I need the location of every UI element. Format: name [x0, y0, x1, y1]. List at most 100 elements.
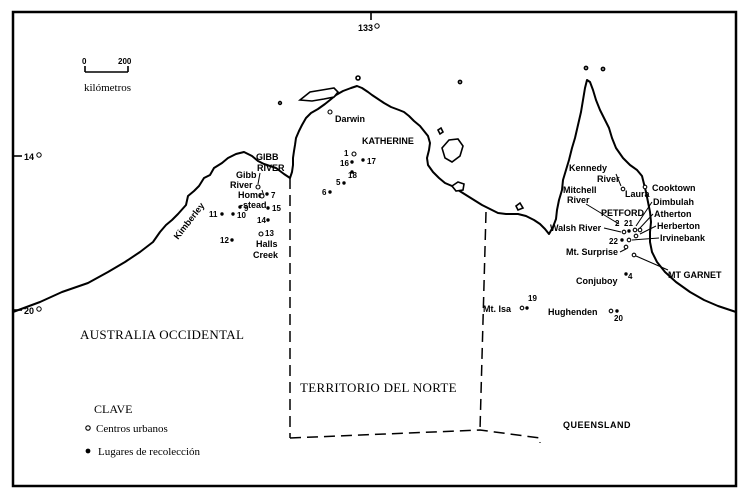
leader-kennedy-river — [615, 173, 622, 187]
island-dot-3 — [583, 65, 589, 71]
label-kennedy-river-1: Kennedy — [569, 163, 607, 173]
site-10-dot — [231, 212, 235, 216]
border-nt-south — [289, 429, 541, 443]
label-petford: PETFORD — [601, 208, 645, 218]
island-dot-5 — [277, 100, 283, 106]
island-small-2 — [436, 126, 445, 136]
site-17-dot — [361, 158, 365, 162]
label-mitchell-river-1: Mitchell — [563, 185, 597, 195]
site-13-label: 13 — [265, 229, 274, 238]
label-kennedy-river-2: River — [597, 174, 620, 184]
site-22-dot — [620, 238, 624, 242]
site-18-dot — [350, 170, 354, 174]
label-cooktown: Cooktown — [652, 183, 696, 193]
label-herberton: Herberton — [657, 221, 700, 231]
town-irvinebank — [626, 237, 632, 243]
region-northern-territory: TERRITORIO DEL NORTE — [300, 380, 457, 395]
town-hughenden — [608, 308, 614, 314]
site-4-label: 4 — [628, 272, 633, 281]
town-gibb-homestead — [259, 193, 265, 199]
town-herberton — [633, 233, 639, 239]
site-6-label: 6 — [322, 188, 327, 197]
town-dimbulah — [632, 227, 638, 233]
leader-atherton — [639, 213, 654, 229]
degree-mark-14 — [36, 152, 42, 158]
island-dot-4 — [600, 66, 606, 72]
island-small-1 — [514, 201, 525, 212]
legend-site-label: Lugares de recolección — [98, 446, 200, 458]
site-1-label: 1 — [344, 149, 349, 158]
legend-site-symbol — [85, 448, 91, 454]
town-darwin — [327, 109, 333, 115]
label-homestead-2: River — [230, 180, 253, 190]
coastline — [12, 79, 737, 313]
site-20-dot — [615, 309, 619, 313]
label-walsh-river: Walsh River — [550, 223, 602, 233]
label-atherton: Atherton — [654, 209, 692, 219]
region-queensland: QUEENSLAND — [563, 420, 631, 430]
label-conjuboy: Conjuboy — [576, 276, 618, 286]
town-cooktown — [642, 184, 648, 190]
island-dot-1 — [355, 75, 361, 81]
label-laura: Laura — [625, 189, 651, 199]
site-4-dot — [624, 272, 628, 276]
site-11-dot — [220, 212, 224, 216]
label-darwin: Darwin — [335, 114, 365, 124]
label-mt-garnet: MT GARNET — [668, 270, 722, 280]
town-mt-garnet — [631, 252, 637, 258]
town-mt-isa — [519, 305, 525, 311]
leader-mt-surprise — [619, 248, 627, 253]
site-12-label: 12 — [220, 236, 229, 245]
label-mt-surprise: Mt. Surprise — [566, 247, 618, 257]
site-15-dot — [266, 206, 270, 210]
site-16-dot — [350, 160, 354, 164]
label-hughenden: Hughenden — [548, 307, 598, 317]
legend-urban-label: Centros urbanos — [96, 423, 168, 435]
site-9-dot — [238, 205, 242, 209]
town-laura — [620, 186, 626, 192]
leader-walsh-river — [603, 227, 622, 233]
leader-mitchell-river — [585, 203, 620, 225]
site-14-dot — [266, 218, 270, 222]
label-halls-creek-2: Creek — [253, 250, 279, 260]
site-14-label: 14 — [257, 216, 266, 225]
region-western-australia: AUSTRALIA OCCIDENTAL — [80, 327, 244, 342]
site-17-label: 17 — [367, 157, 376, 166]
legend: CLAVE Centros urbanos Lugares de recolec… — [85, 402, 200, 458]
scale-max: 200 — [118, 57, 132, 66]
graticule-label-14: 14 — [24, 152, 34, 162]
label-halls-creek-1: Halls — [256, 239, 278, 249]
label-dimbulah: Dimbulah — [653, 197, 694, 207]
town-petford — [621, 229, 627, 235]
label-mitchell-river-2: River — [567, 195, 590, 205]
label-gibb-river-1: GIBB — [256, 152, 279, 162]
site-7-dot — [265, 192, 269, 196]
label-homestead-4: -stead — [240, 200, 267, 210]
site-19-label: 19 — [528, 294, 537, 303]
site-2-dot — [627, 229, 631, 233]
site-19-dot — [525, 306, 529, 310]
label-irvinebank: Irvinebank — [660, 233, 706, 243]
site-7-label: 7 — [271, 191, 276, 200]
town-mt-surprise — [623, 244, 629, 250]
site-20-label: 20 — [614, 314, 623, 323]
town-gibb-river — [255, 184, 261, 190]
label-homestead-3: Home — [238, 190, 263, 200]
site-10-label: 10 — [237, 211, 246, 220]
site-2-label: 2 — [615, 219, 620, 228]
island-dot-2 — [457, 79, 463, 85]
leader-gibb-river — [257, 172, 261, 185]
leader-herberton — [639, 225, 657, 235]
label-katherine: KATHERINE — [362, 136, 414, 146]
degree-mark-20 — [36, 306, 42, 312]
scale-zero: 0 — [82, 57, 87, 66]
town-atherton — [637, 227, 643, 233]
site-16-label: 16 — [340, 159, 349, 168]
legend-urban-symbol — [85, 425, 91, 431]
graticule-label-133: 133 — [358, 23, 373, 33]
scale-bar: 0 200 kilómetros — [82, 57, 132, 94]
site-5-label: 5 — [336, 178, 341, 187]
site-22-label: 22 — [609, 237, 618, 246]
site-18-label: 18 — [348, 171, 357, 180]
site-9-label: 9 — [244, 204, 249, 213]
